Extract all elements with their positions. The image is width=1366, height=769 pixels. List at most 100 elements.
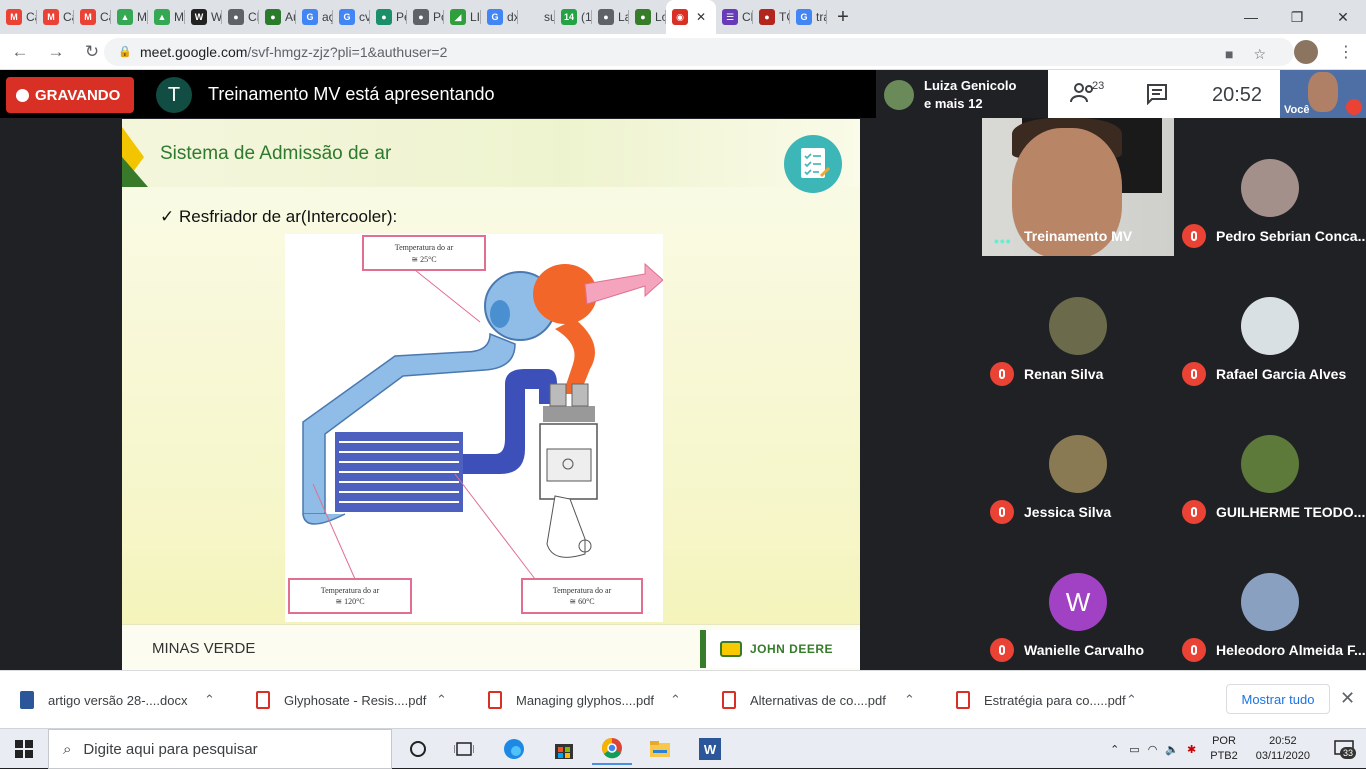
browser-tab[interactable]: MCa [0, 0, 37, 34]
tab-label: Ca [100, 10, 111, 24]
taskbar-search-input[interactable]: ⌕ Digite aqui para pesquisar [48, 729, 392, 769]
participant-avatar [884, 80, 914, 110]
browser-tab[interactable]: ●TC [753, 0, 790, 34]
tab-close-icon[interactable]: ✕ [696, 10, 707, 24]
participant-tile[interactable]: Heleodoro Almeida F... [1174, 532, 1366, 670]
show-all-button[interactable]: Mostrar tudo [1226, 684, 1330, 714]
other-participants-chip[interactable]: Luiza Genicolo e mais 12 [876, 70, 1048, 118]
tab-label: TC [779, 10, 790, 24]
back-button[interactable]: ← [11, 41, 29, 61]
browser-tab[interactable]: ●Po [407, 0, 444, 34]
tab-label: Ca [26, 10, 37, 24]
participant-tile[interactable]: ••• Treinamento MV [982, 118, 1174, 256]
maximize-button[interactable]: ❐ [1290, 8, 1304, 25]
close-window-button[interactable]: ✕ [1337, 8, 1349, 25]
word-icon[interactable]: W [690, 733, 730, 765]
browser-tab-active[interactable]: ◉✕ [666, 0, 716, 34]
star-icon[interactable]: ☆ [1253, 46, 1266, 62]
participant-tile[interactable]: Renan Silva [982, 256, 1174, 394]
self-label: Você [1284, 104, 1310, 116]
chevron-up-icon[interactable]: ⌃ [1110, 743, 1120, 756]
speaking-indicator-icon: ••• [994, 233, 1012, 249]
browser-tab[interactable]: MCa [37, 0, 74, 34]
chevron-up-icon[interactable]: ⌃ [670, 692, 681, 707]
browser-tab[interactable]: ◢LI [444, 0, 481, 34]
record-icon [16, 88, 29, 102]
store-icon[interactable] [544, 733, 584, 765]
profile-avatar[interactable] [1294, 40, 1318, 64]
tab-label: dx [507, 10, 518, 24]
reload-button[interactable]: ↻ [84, 41, 100, 61]
participant-tile[interactable]: Pedro Sebrian Conca... [1174, 118, 1366, 256]
participant-avatar [1241, 159, 1299, 217]
browser-tab[interactable]: ▲M [148, 0, 185, 34]
lang-line2: PTB2 [1210, 750, 1238, 762]
address-bar: ← → ↻ 🔒 meet.google.com/svf-hmgz-zjz?pli… [0, 34, 1366, 70]
edge-icon[interactable] [494, 733, 534, 765]
chrome-icon[interactable] [592, 733, 632, 765]
browser-tab[interactable]: M Ca [74, 0, 111, 34]
volume-icon[interactable]: 🔈 [1165, 743, 1180, 756]
chevron-up-icon[interactable]: ⌃ [1126, 692, 1137, 707]
tab-favicon-icon: ● [228, 9, 244, 25]
chevron-up-icon[interactable]: ⌃ [436, 692, 447, 707]
download-item[interactable]: Managing glyphos....pdf ⌃ [488, 671, 702, 729]
tab-favicon-icon: M [80, 9, 96, 25]
download-item[interactable]: Glyphosate - Resis....pdf⌃ [256, 671, 468, 729]
tab-label: CE [248, 10, 259, 24]
network-alert-icon[interactable]: ✱ [1187, 743, 1197, 756]
explorer-icon[interactable] [640, 733, 680, 765]
url-input[interactable]: 🔒 meet.google.com/svf-hmgz-zjz?pli=1&aut… [104, 38, 1294, 66]
tab-favicon-icon: G [302, 9, 318, 25]
forward-button[interactable]: → [47, 41, 65, 61]
tab-label: M [137, 10, 147, 24]
chevron-up-icon[interactable]: ⌃ [204, 692, 215, 707]
browser-tab[interactable]: ●La [592, 0, 629, 34]
download-item[interactable]: Alternativas de co....pdf⌃ [722, 671, 936, 729]
chat-icon[interactable] [1146, 83, 1168, 105]
download-item[interactable]: artigo versão 28-....docx⌃ [20, 671, 236, 729]
chevron-up-icon[interactable]: ⌃ [904, 692, 915, 707]
browser-tab[interactable]: ☰Ch [716, 0, 753, 34]
participant-name: Treinamento MV [1024, 228, 1133, 244]
cortana-icon[interactable] [398, 733, 438, 765]
close-downloads-icon[interactable]: ✕ [1340, 688, 1356, 708]
minimize-button[interactable]: — [1244, 9, 1258, 25]
recording-badge[interactable]: GRAVANDO [6, 77, 134, 113]
participant-name: Heleodoro Almeida F... [1216, 642, 1366, 658]
browser-tab[interactable]: suap - S [518, 0, 555, 34]
presenter-avatar: T [156, 77, 192, 113]
self-view[interactable]: Você [1280, 70, 1366, 118]
tab-label: Pé [396, 10, 407, 24]
task-view-icon[interactable] [444, 733, 484, 765]
battery-icon[interactable]: ▭ [1129, 743, 1140, 756]
menu-icon[interactable]: ⋮ [1338, 44, 1354, 61]
wifi-icon[interactable]: ◠ [1147, 743, 1158, 756]
browser-tab[interactable]: ●Pé [370, 0, 407, 34]
pdf-file-icon [488, 691, 502, 709]
participant-tile[interactable]: Rafael Garcia Alves [1174, 256, 1366, 394]
new-tab-button[interactable]: + [837, 5, 849, 28]
camera-icon[interactable]: ■ [1224, 46, 1234, 62]
browser-tab[interactable]: ● CE [222, 0, 259, 34]
start-button[interactable] [0, 729, 48, 769]
people-icon[interactable] [1070, 82, 1096, 104]
participant-tile[interactable]: Jessica Silva [982, 394, 1174, 532]
browser-tab[interactable]: ▲M [111, 0, 148, 34]
browser-tab[interactable]: ●Lc [629, 0, 666, 34]
download-filename: Managing glyphos....pdf [516, 692, 655, 708]
tab-favicon-icon: W [191, 9, 207, 25]
download-item[interactable]: Estratégia para co.....pdf⌃ [956, 671, 1158, 729]
browser-tab[interactable]: ●Au [259, 0, 296, 34]
participant-tile[interactable]: GUILHERME TEODO... [1174, 394, 1366, 532]
notifications-icon[interactable]: 33 [1334, 739, 1357, 759]
browser-tab[interactable]: 14(1: [555, 0, 592, 34]
